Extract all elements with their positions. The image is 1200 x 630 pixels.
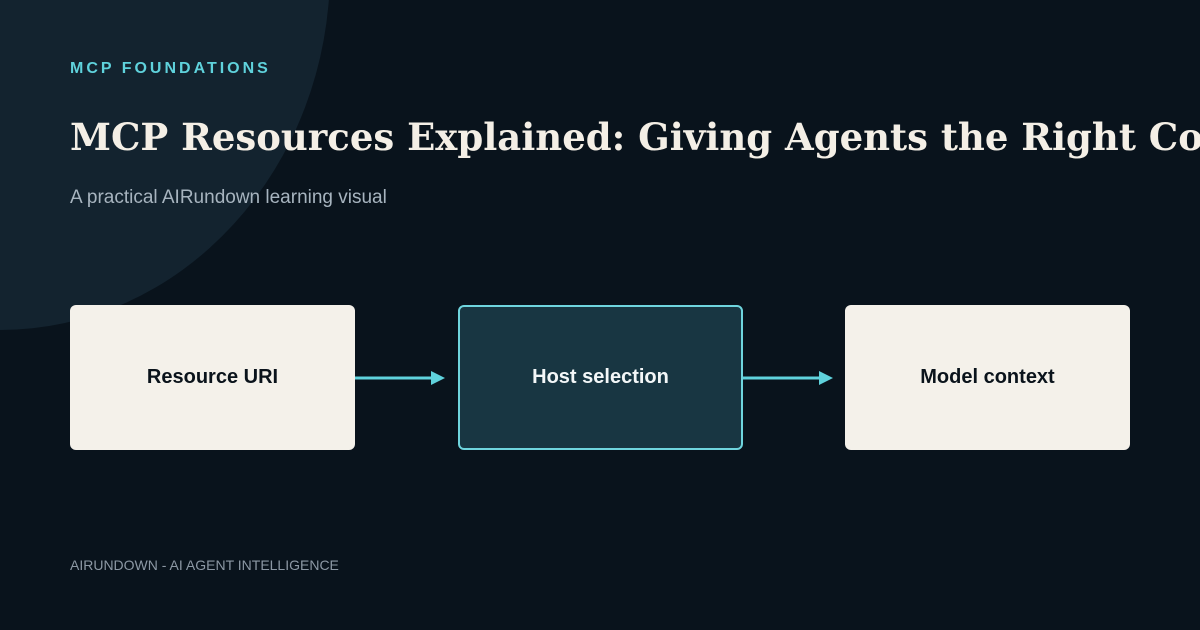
flow-node-model-context: Model context	[845, 305, 1130, 450]
footer-brand: AIRUNDOWN - AI AGENT INTELLIGENCE	[70, 557, 339, 573]
flow-node-label: Resource URI	[146, 366, 279, 388]
flow-node-resource-uri: Resource URI	[70, 305, 355, 450]
flow-node-label: Model context	[920, 366, 1055, 388]
flow-node-host-selection: Host selection	[458, 305, 743, 450]
flow-node-label: Host selection	[532, 366, 669, 388]
flow-arrow-2	[743, 371, 833, 385]
category-eyebrow: MCP FOUNDATIONS	[70, 60, 271, 77]
flow-arrow-1	[355, 371, 445, 385]
background-circle	[0, 0, 330, 330]
page-subtitle: A practical AIRundown learning visual	[70, 187, 387, 208]
page-title: MCP Resources Explained: Giving Agents t…	[70, 115, 1200, 159]
